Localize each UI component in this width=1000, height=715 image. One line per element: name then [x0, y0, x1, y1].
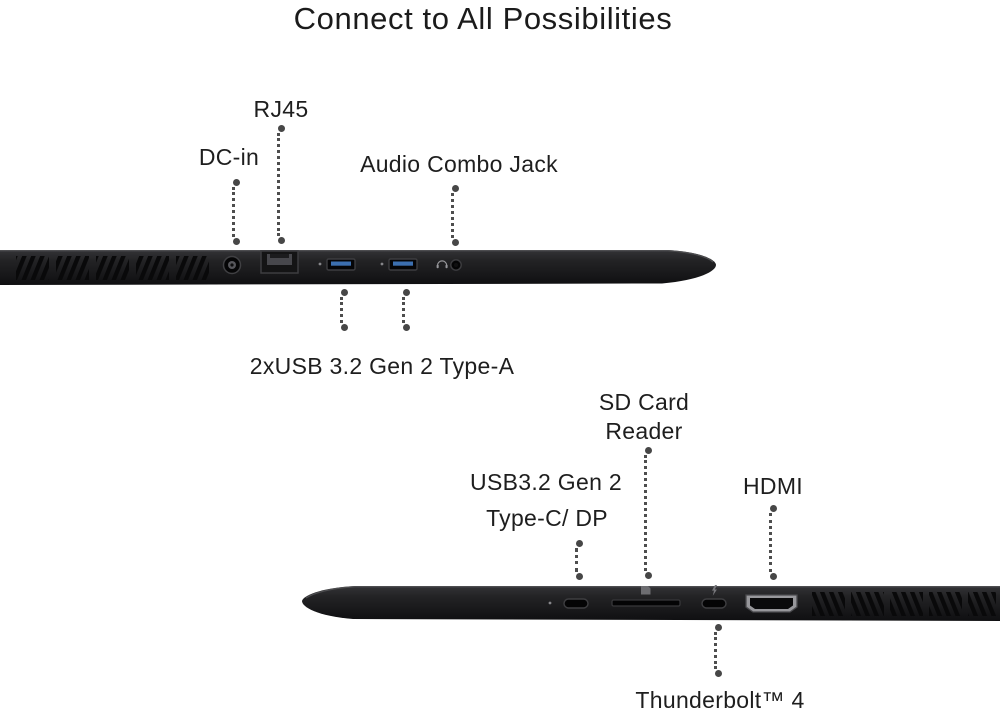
label-usb-c-line2: Type-C/ DP [486, 505, 608, 531]
laptop-right-side-view [302, 585, 1000, 621]
audio-combo-jack-port [436, 259, 462, 271]
leader-line-hdmi [768, 505, 777, 580]
rj45-port [260, 250, 299, 274]
leader-line-sd-card [643, 447, 652, 579]
usb-icon [318, 262, 322, 266]
page-title: Connect to All Possibilities [293, 1, 673, 36]
label-audio-combo-jack: Audio Combo Jack [360, 151, 558, 177]
vent-grille-left [16, 256, 209, 280]
label-hdmi: HDMI [743, 473, 803, 499]
usb-a-port-2 [388, 258, 418, 271]
leader-line-audio [450, 185, 459, 246]
usb-a-port-1 [326, 258, 356, 271]
label-sd-card-line1: SD Card [598, 389, 690, 415]
label-usb-c-line1: USB3.2 Gen 2 [470, 469, 622, 495]
usb-icon [548, 601, 552, 605]
usb-c-dp-port [563, 598, 589, 609]
thunderbolt-4-port [701, 585, 727, 609]
leader-line-usb-c [574, 540, 583, 580]
label-usb-a: 2xUSB 3.2 Gen 2 Type-A [249, 353, 515, 379]
leader-line-rj45 [276, 125, 285, 244]
sd-card-icon [641, 586, 651, 595]
usb-icon [380, 262, 384, 266]
label-dc-in: DC-in [198, 144, 260, 170]
hdmi-port [745, 594, 798, 613]
label-sd-card-line2: Reader [605, 418, 683, 444]
sd-card-reader-slot [611, 586, 681, 607]
vent-grille-right [812, 592, 996, 616]
laptop-left-side-view [0, 250, 716, 285]
lightning-icon [712, 585, 718, 596]
leader-line-dc-in [231, 179, 240, 245]
leader-line-usb-a-2 [401, 289, 410, 331]
leader-line-usb-a-1 [339, 289, 348, 331]
label-rj45: RJ45 [253, 96, 309, 122]
label-thunderbolt: Thunderbolt™ 4 [635, 687, 805, 713]
headset-icon [436, 260, 448, 266]
dc-in-port [222, 255, 242, 275]
leader-line-thunderbolt [713, 624, 722, 677]
